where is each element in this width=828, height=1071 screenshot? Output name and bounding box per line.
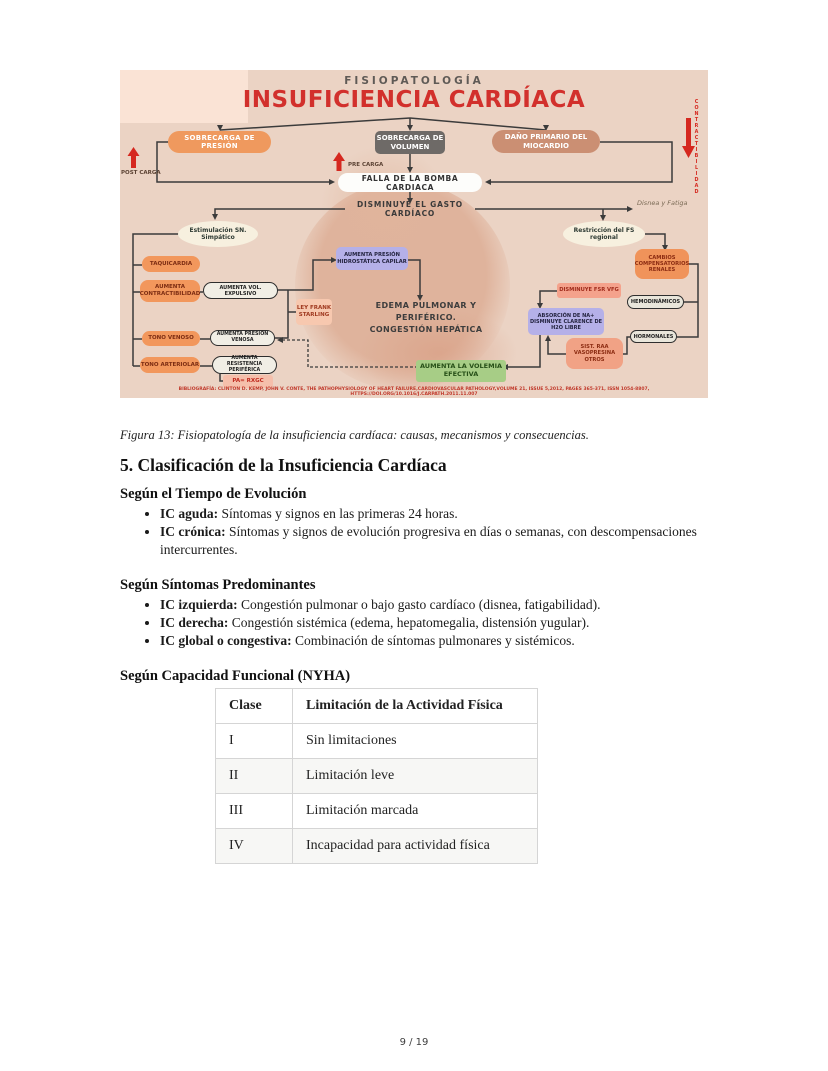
section-heading: 5. Clasificación de la Insuficiencia Car… bbox=[120, 455, 447, 475]
tiempo-evolucion-list: IC aguda: Síntomas y signos en las prime… bbox=[120, 505, 748, 559]
cell-clase: I bbox=[215, 723, 293, 759]
column-header-limitacion: Limitación de la Actividad Física bbox=[292, 688, 538, 724]
node-absorcion-na: ABSORCIÓN DE NA+ DISMINUYE CLARENCE DE H… bbox=[528, 308, 604, 335]
node-aumenta-presion-venosa: AUMENTA PRESIÓN VENOSA bbox=[210, 330, 275, 346]
node-disminuye-fsr: DISMINUYE FSR VFG bbox=[557, 283, 621, 298]
subsection-sintomas-predominantes: Según Síntomas Predominantes bbox=[120, 577, 316, 593]
node-sist-raa: SIST. RAA VASOPRESINA OTROS bbox=[566, 338, 623, 369]
column-header-clase: Clase bbox=[215, 688, 293, 724]
table-header-row: Clase Limitación de la Actividad Física bbox=[215, 688, 538, 724]
red-arrows bbox=[127, 118, 695, 171]
node-aumenta-vol-expulsivo: AUMENTA VOL. EXPULSIVO bbox=[203, 282, 278, 299]
node-aumenta-resistencia: AUMENTA RESISTENCIA PERIFÉRICA bbox=[212, 356, 277, 374]
arrowheads bbox=[212, 125, 668, 370]
table-row: II Limitación leve bbox=[215, 758, 538, 794]
figure-bibliography: BIBLIOGRAFÍA: CLINTON D. KEMP, JOHN V. C… bbox=[178, 387, 650, 397]
node-presion-hidrostatica: AUMENTA PRESIÓN HIDROSTÁTICA CAPILAR bbox=[336, 247, 408, 270]
subsection-capacidad-funcional: Según Capacidad Funcional (NYHA) bbox=[120, 668, 351, 684]
cell-limitacion: Incapacidad para actividad física bbox=[292, 828, 538, 864]
contractibilidad-vertical-label: CONTRACTIBILIDAD bbox=[694, 100, 699, 196]
cell-limitacion: Limitación marcada bbox=[292, 793, 538, 829]
node-disminuye-gasto: DISMINUYE EL GASTO CARDÍACO bbox=[357, 199, 463, 218]
node-aumenta-volemia: AUMENTA LA VOLEMIA EFECTIVA bbox=[416, 360, 506, 382]
table-row: III Limitación marcada bbox=[215, 793, 538, 829]
page-number: 9 / 19 bbox=[399, 1037, 429, 1048]
list-item: IC izquierda: Congestión pulmonar o bajo… bbox=[160, 596, 748, 614]
cell-clase: II bbox=[215, 758, 293, 794]
header-light-rect bbox=[120, 70, 248, 123]
cell-clase: IV bbox=[215, 828, 293, 864]
connector-lines bbox=[127, 117, 699, 382]
list-item: IC crónica: Síntomas y signos de evoluci… bbox=[160, 523, 748, 559]
pre-carga-label: PRE CARGA bbox=[348, 162, 384, 168]
subsection-tiempo-evolucion: Según el Tiempo de Evolución bbox=[120, 486, 307, 502]
table-row: IV Incapacidad para actividad física bbox=[215, 828, 538, 864]
node-aumenta-contractibilidad: AUMENTA CONTRACTIBILIDAD bbox=[140, 280, 200, 302]
node-taquicardia: TAQUICARDIA bbox=[142, 256, 200, 272]
node-falla-bomba: FALLA DE LA BOMBA CARDIACA bbox=[338, 173, 482, 192]
node-ley-frank-starling: LEY FRANK STARLING bbox=[296, 299, 332, 325]
list-item: IC derecha: Congestión sistémica (edema,… bbox=[160, 614, 748, 632]
preload-up-arrow-icon bbox=[333, 152, 345, 171]
nyha-table: Clase Limitación de la Actividad Física … bbox=[215, 688, 538, 864]
node-pa-rxgc: PA= RXGC bbox=[223, 375, 273, 388]
node-edema: EDEMA PULMONAR Y PERIFÉRICO.CONGESTIÓN H… bbox=[369, 301, 483, 334]
node-sobrecarga-volumen: SOBRECARGA DE VOLUMEN bbox=[375, 131, 445, 154]
post-carga-label: POST CARGA bbox=[121, 170, 161, 176]
postload-up-arrow-icon bbox=[127, 147, 140, 168]
node-hormonales: HORMONALES bbox=[630, 330, 677, 343]
list-item: IC aguda: Síntomas y signos en las prime… bbox=[160, 505, 748, 523]
node-sobrecarga-presion: SOBRECARGA DE PRESIÓN bbox=[168, 131, 271, 153]
table-row: I Sin limitaciones bbox=[215, 723, 538, 759]
figure-kicker: FISIOPATOLOGÍA bbox=[344, 75, 484, 87]
node-restriccion-fs: Restricción del FS regional bbox=[563, 221, 645, 247]
node-tono-arteriolar: TONO ARTERIOLAR bbox=[140, 357, 200, 373]
figure-title: INSUFICIENCIA CARDÍACA bbox=[242, 87, 586, 113]
node-estimulacion-sn: Estimulación SN. Simpático bbox=[178, 221, 258, 247]
pathophysiology-figure: FISIOPATOLOGÍA INSUFICIENCIA CARDÍACA bbox=[120, 70, 708, 398]
cell-limitacion: Sin limitaciones bbox=[292, 723, 538, 759]
node-cambios-renales: CAMBIOS COMPENSATORIOS RENALES bbox=[635, 249, 689, 279]
figure-caption: Figura 13: Fisiopatología de la insufici… bbox=[120, 428, 589, 442]
heart-silhouette-bottom bbox=[358, 308, 518, 398]
node-tono-venoso: TONO VENOSO bbox=[142, 331, 200, 346]
cell-limitacion: Limitación leve bbox=[292, 758, 538, 794]
list-item: IC global o congestiva: Combinación de s… bbox=[160, 632, 748, 650]
sintomas-predominantes-list: IC izquierda: Congestión pulmonar o bajo… bbox=[120, 596, 748, 650]
node-hemodinamicos: HEMODINÁMICOS bbox=[627, 295, 684, 309]
disnea-fatiga-label: Disnea y Fatiga bbox=[637, 199, 688, 207]
cell-clase: III bbox=[215, 793, 293, 829]
node-dano-primario: DAÑO PRIMARIO DEL MIOCARDIO bbox=[492, 130, 600, 153]
contractility-down-arrow-icon bbox=[682, 118, 695, 158]
